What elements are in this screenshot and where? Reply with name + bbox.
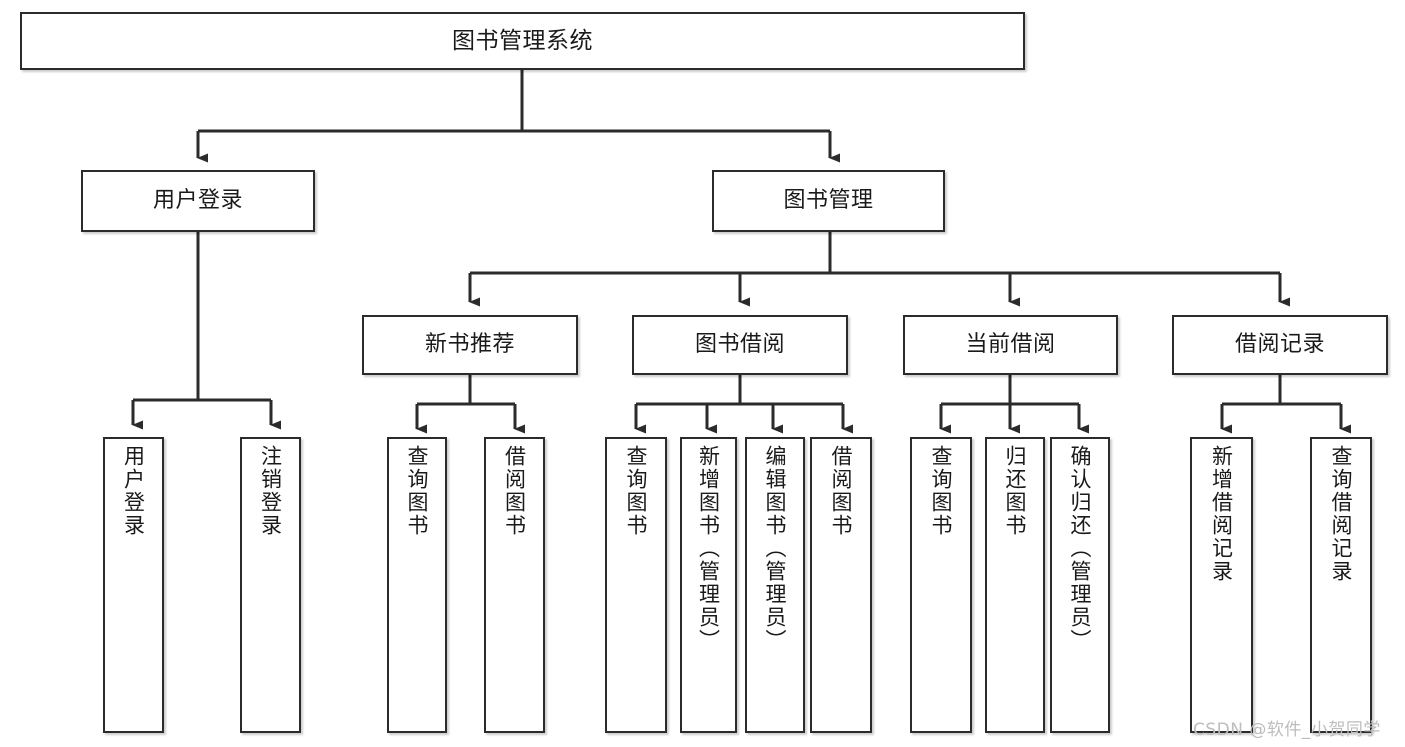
node-label: 查询图书 xyxy=(624,445,649,537)
node-label: 图书管理系统 xyxy=(452,27,593,54)
node-leaf-add-borrow-record[interactable]: 新增借阅记录 xyxy=(1190,437,1253,733)
node-label: 借阅图书 xyxy=(502,445,527,537)
node-label: 用户登录 xyxy=(121,445,146,537)
node-leaf-confirm-return-admin[interactable]: 确认归还（管理员） xyxy=(1050,437,1110,733)
watermark-text: CSDN @软件_小贺同学 xyxy=(1193,720,1381,740)
node-label: 用户登录 xyxy=(152,188,243,214)
node-label: 确认归还（管理员） xyxy=(1068,445,1093,652)
node-label: 当前借阅 xyxy=(965,332,1056,358)
node-current-borrow[interactable]: 当前借阅 xyxy=(903,315,1118,375)
node-book-borrow[interactable]: 图书借阅 xyxy=(632,315,848,375)
node-leaf-borrow-book-recommend[interactable]: 借阅图书 xyxy=(484,437,545,733)
node-label: 查询图书 xyxy=(405,445,430,537)
node-label: 借阅图书 xyxy=(829,445,854,537)
node-label: 编辑图书（管理员） xyxy=(763,445,788,652)
node-user-login[interactable]: 用户登录 xyxy=(81,170,315,232)
node-label: 归还图书 xyxy=(1003,445,1028,537)
node-leaf-edit-book-admin[interactable]: 编辑图书（管理员） xyxy=(745,437,805,733)
node-leaf-return-book[interactable]: 归还图书 xyxy=(985,437,1045,733)
node-book-management[interactable]: 图书管理 xyxy=(712,170,945,232)
node-root-system[interactable]: 图书管理系统 xyxy=(20,12,1025,70)
node-leaf-query-book-current[interactable]: 查询图书 xyxy=(910,437,972,733)
node-label: 注销登录 xyxy=(258,445,283,537)
node-label: 图书借阅 xyxy=(694,332,785,358)
node-label: 借阅记录 xyxy=(1234,332,1325,358)
node-label: 新增借阅记录 xyxy=(1209,445,1234,583)
node-leaf-query-borrow-record[interactable]: 查询借阅记录 xyxy=(1310,437,1372,733)
node-leaf-query-book-borrow[interactable]: 查询图书 xyxy=(605,437,667,733)
node-label: 查询图书 xyxy=(929,445,954,537)
node-leaf-logout[interactable]: 注销登录 xyxy=(240,437,301,733)
node-new-book-recommend[interactable]: 新书推荐 xyxy=(362,315,578,375)
node-borrow-record[interactable]: 借阅记录 xyxy=(1172,315,1388,375)
node-label: 新书推荐 xyxy=(424,332,515,358)
node-leaf-add-book-admin[interactable]: 新增图书（管理员） xyxy=(680,437,737,733)
node-label: 查询借阅记录 xyxy=(1329,445,1354,583)
node-leaf-user-login[interactable]: 用户登录 xyxy=(103,437,164,733)
node-label: 新增图书（管理员） xyxy=(696,445,721,652)
node-label: 图书管理 xyxy=(783,188,874,214)
node-leaf-borrow-book[interactable]: 借阅图书 xyxy=(810,437,872,733)
node-leaf-query-book-recommend[interactable]: 查询图书 xyxy=(387,437,447,733)
